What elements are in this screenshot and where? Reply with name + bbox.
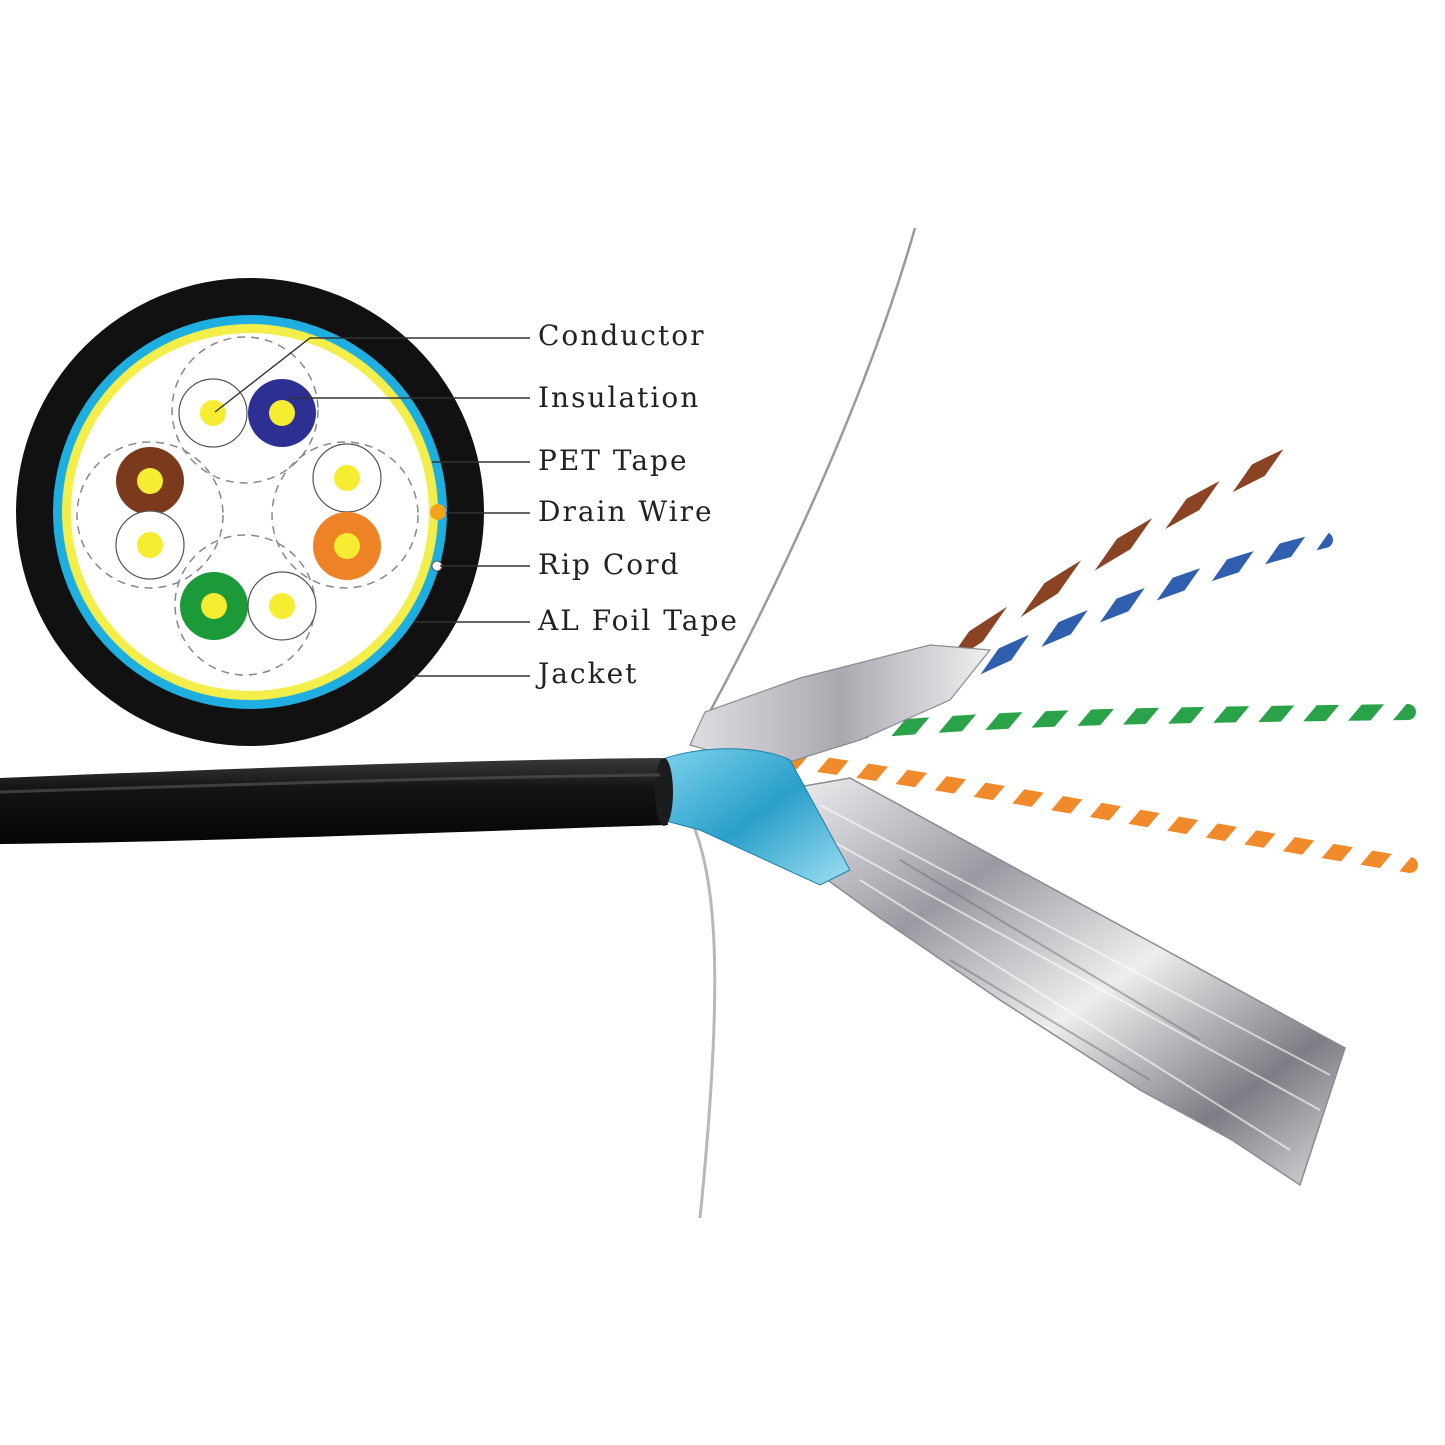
pair-blue	[178, 378, 316, 448]
pair-orange	[312, 443, 382, 580]
label-al-foil-tape: AL Foil Tape	[537, 604, 739, 637]
label-pet-tape: PET Tape	[538, 444, 689, 477]
cable-jacket	[0, 758, 668, 844]
drain-wire-dot	[430, 504, 446, 520]
core-area	[71, 333, 429, 691]
foil-flap	[768, 777, 1346, 1187]
drain-wire-strand	[698, 227, 917, 731]
label-conductor: Conductor	[538, 319, 705, 352]
pair-brown	[115, 447, 185, 580]
callouts: Conductor Insulation PET Tape Drain Wire…	[535, 319, 739, 690]
label-drain-wire: Drain Wire	[538, 495, 714, 528]
leader-lines	[214, 337, 530, 677]
conductor	[200, 400, 226, 426]
label-rip-cord: Rip Cord	[538, 548, 680, 581]
pair-blue-strand	[922, 532, 1333, 698]
pair-green	[180, 571, 317, 641]
pair-orange-strand	[782, 752, 1418, 873]
rip-cord-strand	[688, 817, 717, 1219]
label-insulation: Insulation	[538, 381, 700, 414]
cable-illustration	[0, 227, 1418, 1219]
pair-green-strand	[812, 704, 1416, 743]
cross-section	[16, 278, 484, 746]
label-jacket: Jacket	[535, 657, 638, 690]
foil-wrap-upper	[689, 644, 992, 769]
blue-foil-wrap	[659, 748, 851, 886]
